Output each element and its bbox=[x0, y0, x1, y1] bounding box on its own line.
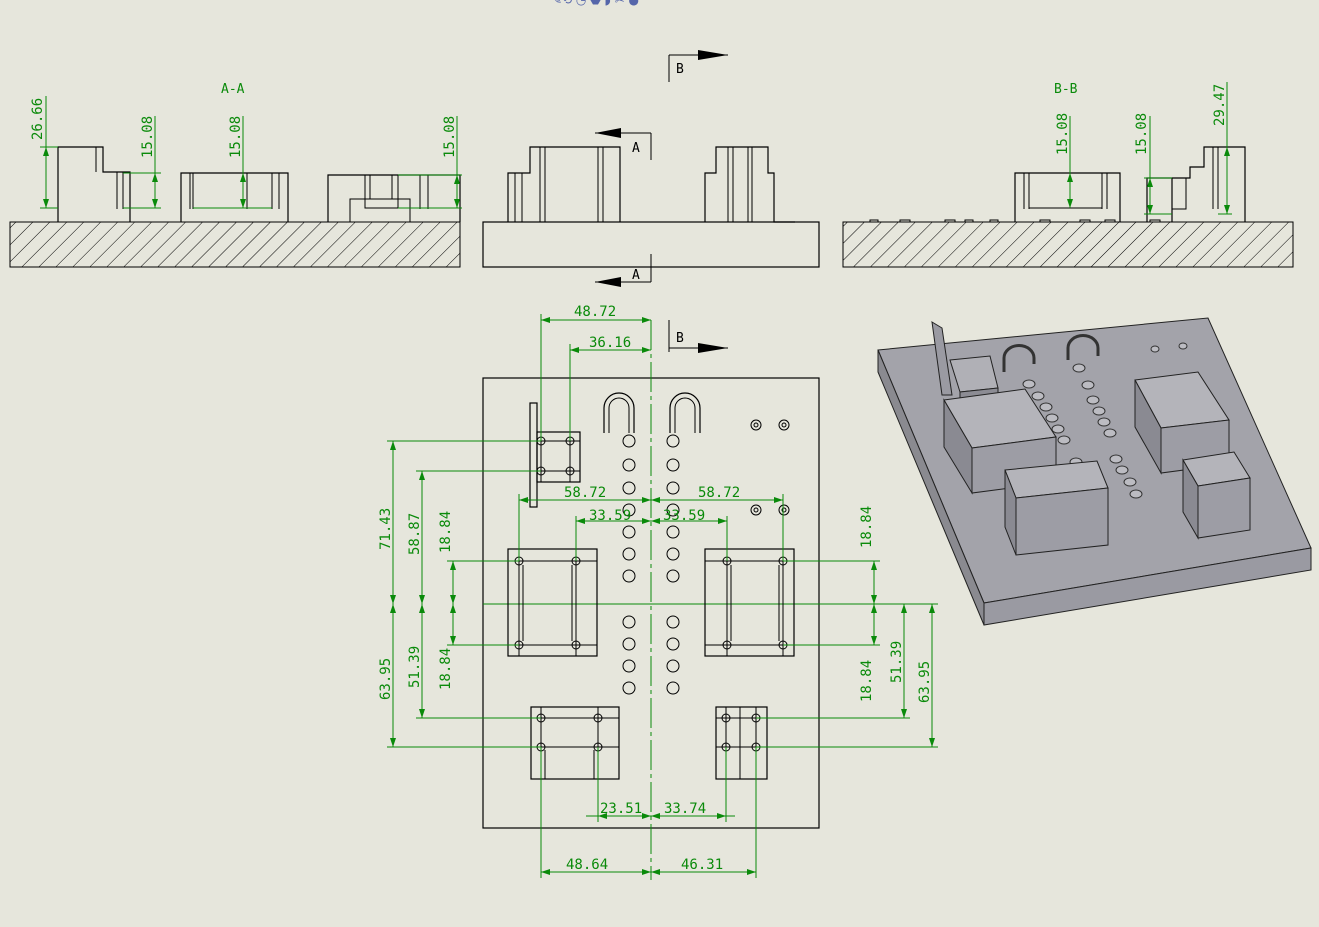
dim-63-95-left: 63.95 bbox=[378, 604, 541, 748]
dim-58-72-left: 58.72 bbox=[518, 485, 651, 561]
dim-36-16: 36.16 bbox=[569, 335, 651, 441]
dim-48-72: 48.72 bbox=[540, 304, 651, 441]
svg-text:33.74: 33.74 bbox=[664, 801, 706, 817]
svg-text:15.08: 15.08 bbox=[442, 116, 458, 158]
dim-23-51: 23.51 bbox=[586, 747, 651, 822]
aa-block-3 bbox=[327, 174, 461, 222]
dim-71-43: 71.43 bbox=[378, 440, 541, 604]
toolbar-remnant-icons[interactable]: ✎⟲ ◔ ⬣ ◗ ✂ ● bbox=[552, 0, 639, 7]
section-aa-label: A-A bbox=[221, 82, 245, 97]
svg-text:18.84: 18.84 bbox=[859, 506, 875, 548]
dim-33-59-right: 33.59 bbox=[651, 508, 728, 561]
isometric-model bbox=[877, 317, 1312, 626]
fixture-bottom-left bbox=[530, 706, 620, 780]
dim-18-84-left-bottom: 18.84 bbox=[438, 604, 519, 690]
small-holes bbox=[750, 419, 790, 516]
aa-block-1 bbox=[57, 146, 131, 222]
dim-48-64: 48.64 bbox=[540, 747, 651, 878]
svg-text:63.95: 63.95 bbox=[917, 661, 933, 703]
svg-text:36.16: 36.16 bbox=[589, 335, 631, 351]
aa-dim-26-66: 26.66 bbox=[30, 96, 58, 209]
svg-text:48.64: 48.64 bbox=[566, 857, 608, 873]
aa-dim-15-08-c: 15.08 bbox=[398, 116, 462, 209]
fixture-large-right bbox=[704, 548, 795, 657]
cut-arrow-a-bottom bbox=[595, 277, 621, 287]
dim-51-39-left: 51.39 bbox=[407, 604, 541, 719]
svg-text:18.84: 18.84 bbox=[438, 511, 454, 553]
svg-text:15.08: 15.08 bbox=[140, 116, 156, 158]
svg-text:18.84: 18.84 bbox=[438, 648, 454, 690]
svg-text:63.95: 63.95 bbox=[378, 658, 394, 700]
svg-text:58.87: 58.87 bbox=[407, 513, 423, 555]
svg-text:46.31: 46.31 bbox=[681, 857, 723, 873]
bb-dim-15-08-a: 15.08 bbox=[1055, 113, 1073, 208]
hook-right bbox=[669, 392, 701, 433]
hook-left bbox=[603, 392, 635, 433]
plan-view: B bbox=[378, 304, 938, 880]
section-bb-label: B-B bbox=[1054, 82, 1078, 97]
svg-text:48.72: 48.72 bbox=[574, 304, 616, 320]
svg-text:29.47: 29.47 bbox=[1212, 84, 1228, 126]
dim-18-84-right-bottom: 18.84 bbox=[783, 604, 880, 702]
dim-33-59-left: 33.59 bbox=[575, 508, 651, 561]
dim-33-74: 33.74 bbox=[651, 747, 735, 822]
aa-dim-15-08-b: 15.08 bbox=[193, 116, 272, 209]
section-aa-view: A-A 26.66 15.08 15.08 bbox=[9, 82, 462, 268]
svg-text:33.59: 33.59 bbox=[589, 508, 631, 524]
cut-arrow-a-top bbox=[595, 128, 621, 138]
cut-label-b-plan: B bbox=[676, 331, 684, 346]
fixture-large-left bbox=[507, 548, 598, 657]
svg-text:15.08: 15.08 bbox=[1134, 113, 1150, 155]
aa-dim-15-08-a: 15.08 bbox=[123, 116, 161, 209]
svg-text:71.43: 71.43 bbox=[378, 508, 394, 550]
dim-18-84-left-top: 18.84 bbox=[438, 511, 519, 604]
svg-text:15.08: 15.08 bbox=[1055, 113, 1071, 155]
cut-arrow-b-top bbox=[698, 50, 728, 60]
aa-block-2 bbox=[180, 172, 289, 222]
svg-text:✎⟲ ◔ ⬣ ◗ ✂ ●: ✎⟲ ◔ ⬣ ◗ ✂ ● bbox=[552, 0, 639, 7]
svg-text:23.51: 23.51 bbox=[600, 801, 642, 817]
dim-63-95-right: 63.95 bbox=[756, 603, 938, 748]
dim-18-84-right-top: 18.84 bbox=[783, 506, 880, 604]
dim-51-39-right: 51.39 bbox=[756, 604, 910, 719]
svg-text:33.59: 33.59 bbox=[663, 508, 705, 524]
front-view: A A B bbox=[482, 50, 820, 287]
svg-text:15.08: 15.08 bbox=[228, 116, 244, 158]
svg-text:58.72: 58.72 bbox=[564, 485, 606, 501]
svg-text:51.39: 51.39 bbox=[407, 646, 423, 688]
dim-58-72-right: 58.72 bbox=[651, 485, 784, 561]
svg-text:51.39: 51.39 bbox=[889, 641, 905, 683]
section-bb-base bbox=[842, 221, 1294, 268]
section-bb-view: B-B 15.08 15.08 29.47 bbox=[842, 82, 1294, 268]
bb-dim-29-47: 29.47 bbox=[1212, 82, 1232, 215]
fixture-small-top-left bbox=[529, 402, 581, 508]
dim-58-87: 58.87 bbox=[407, 470, 541, 604]
cut-label-b-top: B bbox=[676, 62, 684, 77]
svg-text:26.66: 26.66 bbox=[30, 98, 46, 140]
svg-text:58.72: 58.72 bbox=[698, 485, 740, 501]
section-aa-base bbox=[9, 221, 461, 268]
cut-label-a-bottom: A bbox=[632, 268, 640, 283]
cut-arrow-b-plan bbox=[698, 343, 728, 353]
svg-text:18.84: 18.84 bbox=[859, 660, 875, 702]
bb-dim-15-08-b: 15.08 bbox=[1134, 113, 1172, 215]
dim-46-31: 46.31 bbox=[651, 747, 757, 878]
center-holes bbox=[622, 434, 680, 695]
cut-label-a-top: A bbox=[632, 141, 640, 156]
